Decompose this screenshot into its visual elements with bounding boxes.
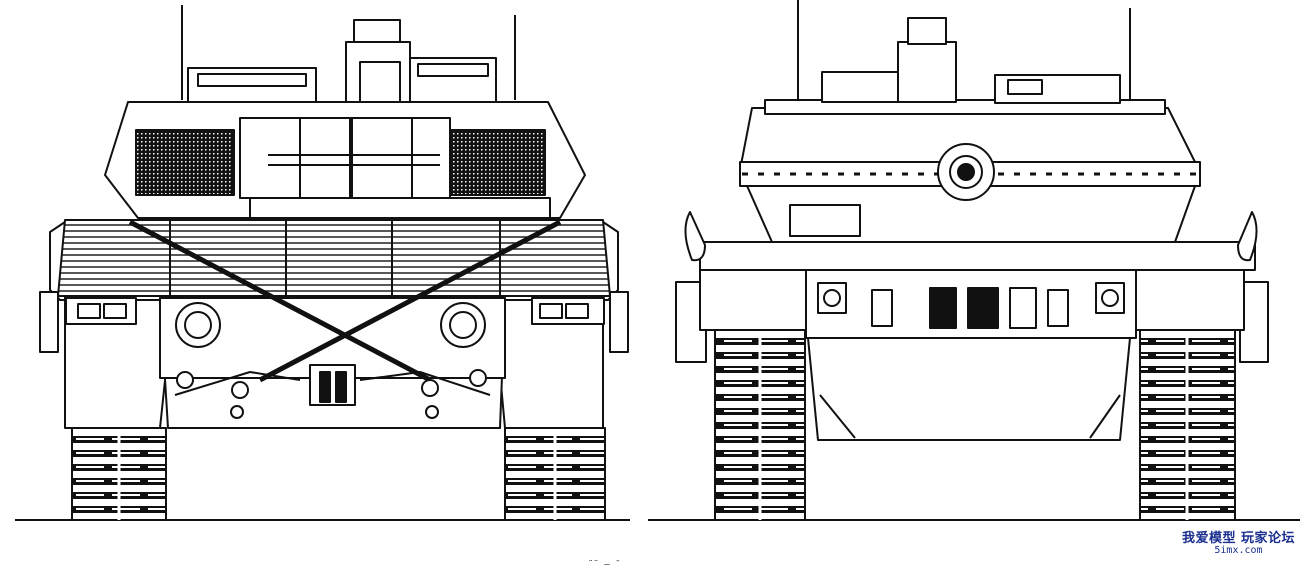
front-view	[39, 5, 629, 521]
front-turret-vent-left	[135, 129, 235, 196]
front-turret-vent-right	[444, 129, 546, 196]
watermark-url: 5imx.com	[1214, 544, 1263, 556]
rear-deck	[699, 241, 1256, 271]
figure-caption-fragment: ¨¨ – ¯	[588, 560, 621, 570]
rear-view	[675, 0, 1269, 521]
front-glacis-plate	[57, 219, 611, 297]
watermark: 我爱模型 玩家论坛 5imx.com	[1182, 532, 1295, 556]
rear-periscope	[897, 41, 957, 103]
watermark-chinese-text: 我爱模型 玩家论坛	[1181, 530, 1295, 546]
